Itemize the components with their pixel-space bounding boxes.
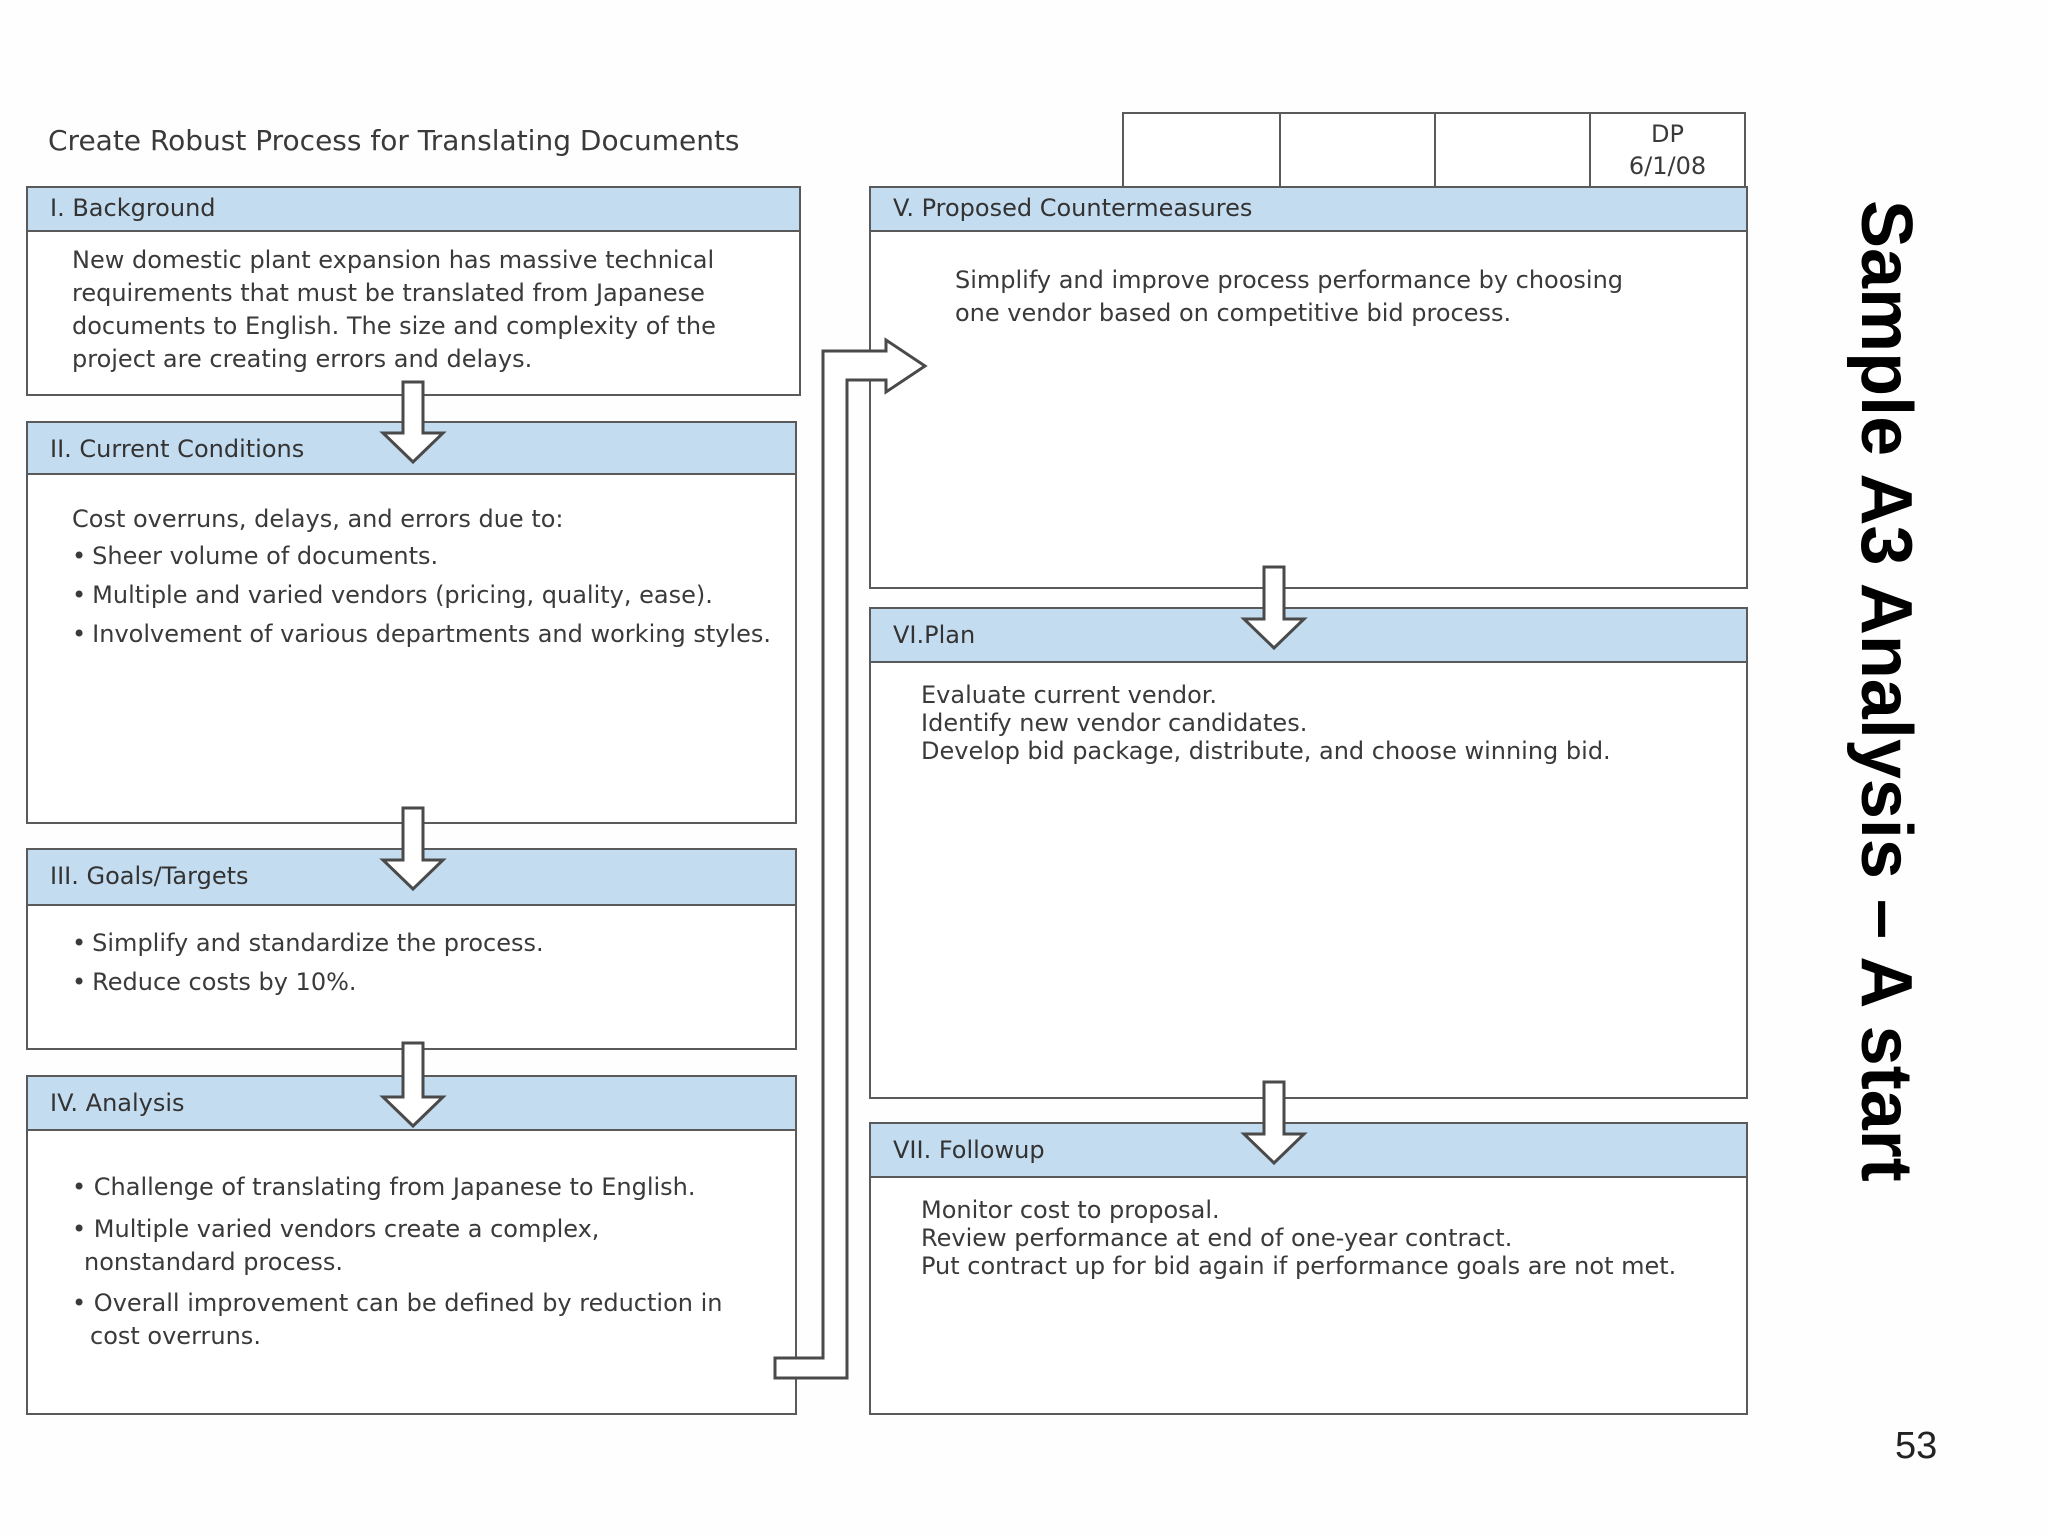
section-body: New domestic plant expansion has massive… — [28, 232, 799, 376]
section-header: III. Goals/Targets — [28, 850, 795, 906]
section-header: V. Proposed Countermeasures — [871, 188, 1746, 232]
section-body: Simplify and standardize the process. Re… — [28, 906, 795, 1002]
page-number: 53 — [1895, 1425, 1938, 1467]
body-line: project are creating errors and delays. — [72, 345, 533, 373]
section-body: • Challenge of translating from Japanese… — [28, 1131, 795, 1353]
body-line: Put contract up for bid again if perform… — [921, 1252, 1677, 1280]
list-item: • Challenge of translating from Japanese… — [72, 1173, 696, 1201]
signoff-initials: DP — [1651, 120, 1684, 148]
body-line: Monitor cost to proposal. — [921, 1196, 1220, 1224]
list-item: • Overall improvement can be defined by … — [72, 1289, 723, 1317]
section-header: I. Background — [28, 188, 799, 232]
followup-section: VII. Followup Monitor cost to proposal. … — [869, 1122, 1748, 1415]
body-line: New domestic plant expansion has massive… — [72, 246, 715, 274]
signoff-cell-4: DP 6/1/08 — [1589, 114, 1744, 186]
list-item-continuation: nonstandard process. — [84, 1248, 344, 1276]
slide-title: Sample A3 Analysis – A start — [1846, 200, 1926, 1182]
body-intro: Cost overruns, delays, and errors due to… — [72, 505, 564, 533]
section-header: II. Current Conditions — [28, 423, 795, 475]
list-item: Simplify and standardize the process. — [72, 924, 795, 963]
list-item: Involvement of various departments and w… — [72, 615, 795, 654]
section-body: Monitor cost to proposal. Review perform… — [871, 1178, 1746, 1280]
signoff-date: 6/1/08 — [1628, 152, 1707, 180]
body-line: Simplify and improve process performance… — [955, 266, 1624, 294]
goals-section: III. Goals/Targets Simplify and standard… — [26, 848, 797, 1050]
signoff-cell-1 — [1124, 114, 1279, 186]
section-header: VII. Followup — [871, 1124, 1746, 1178]
list-item: Reduce costs by 10%. — [72, 963, 795, 1002]
list-item: Multiple and varied vendors (pricing, qu… — [72, 576, 795, 615]
section-header: IV. Analysis — [28, 1077, 795, 1131]
section-body: Cost overruns, delays, and errors due to… — [28, 475, 795, 654]
section-header: VI.Plan — [871, 609, 1746, 663]
bullet-list: Sheer volume of documents. Multiple and … — [72, 537, 795, 654]
plan-section: VI.Plan Evaluate current vendor. Identif… — [869, 607, 1748, 1099]
countermeasures-section: V. Proposed Countermeasures Simplify and… — [869, 186, 1748, 589]
body-line: Review performance at end of one-year co… — [921, 1224, 1513, 1252]
body-line: Evaluate current vendor. — [921, 681, 1218, 709]
body-line: Develop bid package, distribute, and cho… — [921, 737, 1611, 765]
body-line: documents to English. The size and compl… — [72, 312, 716, 340]
list-item: • Multiple varied vendors create a compl… — [72, 1215, 600, 1243]
bullet-list: Simplify and standardize the process. Re… — [72, 924, 795, 1002]
background-section: I. Background New domestic plant expansi… — [26, 186, 801, 396]
section-body: Simplify and improve process performance… — [871, 232, 1746, 330]
body-line: Identify new vendor candidates. — [921, 709, 1308, 737]
document-title: Create Robust Process for Translating Do… — [48, 124, 740, 157]
body-line: one vendor based on competitive bid proc… — [955, 299, 1512, 327]
analysis-section: IV. Analysis • Challenge of translating … — [26, 1075, 797, 1415]
list-item-continuation: cost overruns. — [90, 1322, 261, 1350]
signoff-table: DP 6/1/08 — [1122, 112, 1746, 188]
section-body: Evaluate current vendor. Identify new ve… — [871, 663, 1746, 765]
signoff-cell-2 — [1279, 114, 1434, 186]
current-conditions-section: II. Current Conditions Cost overruns, de… — [26, 421, 797, 824]
list-item: Sheer volume of documents. — [72, 537, 795, 576]
signoff-cell-3 — [1434, 114, 1589, 186]
body-line: requirements that must be translated fro… — [72, 279, 705, 307]
